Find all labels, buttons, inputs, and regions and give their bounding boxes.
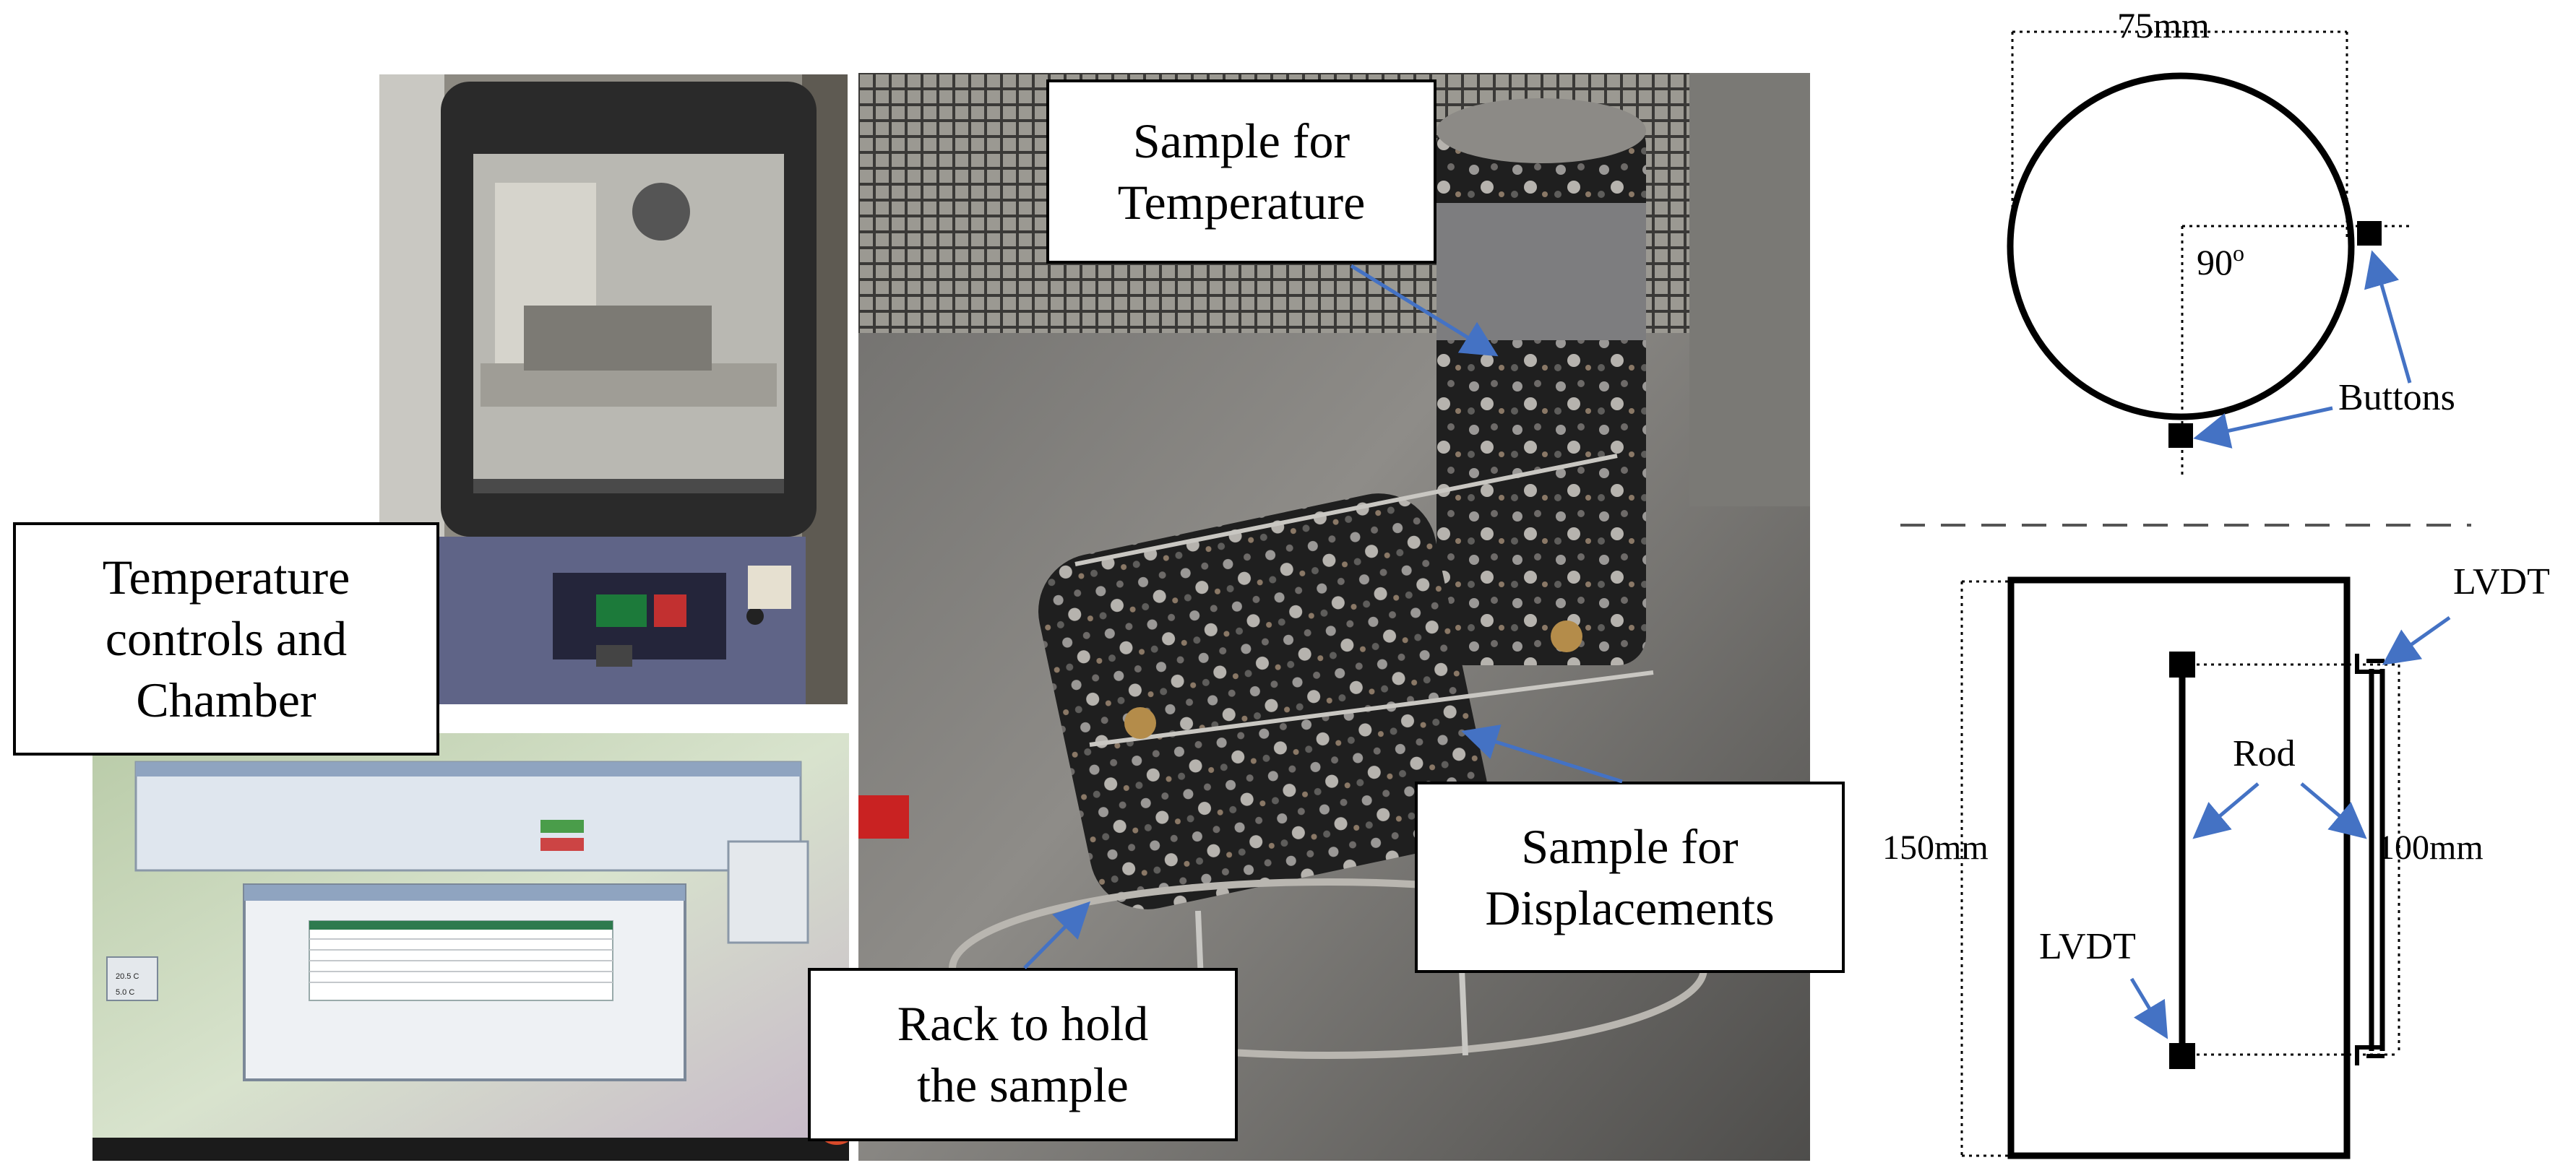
angle-label: 90o: [2197, 241, 2244, 282]
lvdt-marker: [2169, 652, 2195, 678]
gauge-length-label: 100mm: [2377, 829, 2484, 867]
arrow-rod-left: [2192, 782, 2260, 839]
lvdt-bracket: [2355, 654, 2385, 1065]
callout-text: Temperature: [1117, 174, 1366, 230]
diameter-label: 75mm: [2117, 5, 2210, 46]
screen-readout-1: 20.5 C: [116, 972, 139, 981]
callout-sample-displacements: Sample for Displacements: [1415, 782, 1845, 973]
sample-rectangle: [2007, 576, 2351, 1159]
angle-unit: o: [2233, 240, 2244, 266]
software-screen-photo: 20.5 C 5.0 C: [92, 733, 849, 1161]
height-dimension-label: 150mm: [1882, 829, 1989, 867]
callout-text: Rack to hold: [897, 996, 1149, 1051]
callout-sample-temperature: Sample for Temperature: [1046, 79, 1436, 264]
button-marker: [2357, 221, 2382, 246]
lvdt-top-label: LVDT: [2453, 561, 2550, 602]
lvdt-marker: [2169, 1043, 2195, 1069]
rod-right: [2369, 669, 2385, 1051]
callout-temperature-controls: Temperature controls and Chamber: [13, 522, 439, 756]
callout-text: the sample: [917, 1057, 1129, 1112]
callout-rack: Rack to hold the sample: [808, 968, 1238, 1141]
arrow-rack: [1023, 901, 1091, 969]
arrow-sample-displacements: [1461, 724, 1623, 784]
arrow-lvdt-top: [2382, 615, 2451, 665]
dimension-lines: [1960, 580, 2400, 1157]
chamber-photo: [379, 74, 848, 704]
arrow-lvdt-bottom: [2129, 977, 2168, 1039]
callout-text: Sample for: [1521, 818, 1739, 874]
buttons-label: Buttons: [2338, 377, 2455, 418]
rod-label: Rod: [2233, 733, 2296, 774]
sample-circle: [2007, 72, 2355, 420]
arrow-button-bottom: [2193, 406, 2333, 449]
callout-text: controls and: [105, 611, 348, 666]
angle-value: 90: [2197, 242, 2233, 282]
arrow-rod-right: [2300, 782, 2367, 839]
callout-text: Displacements: [1485, 880, 1775, 935]
lvdt-bottom-label: LVDT: [2039, 926, 2136, 967]
callout-text: Chamber: [136, 672, 316, 727]
callout-text: Sample for: [1132, 113, 1351, 168]
arrow-sample-temperature: [1350, 264, 1499, 357]
arrow-button-right: [2364, 250, 2412, 384]
button-marker: [2168, 423, 2193, 448]
screen-readout-2: 5.0 C: [116, 988, 134, 997]
callout-text: Temperature: [102, 550, 350, 605]
